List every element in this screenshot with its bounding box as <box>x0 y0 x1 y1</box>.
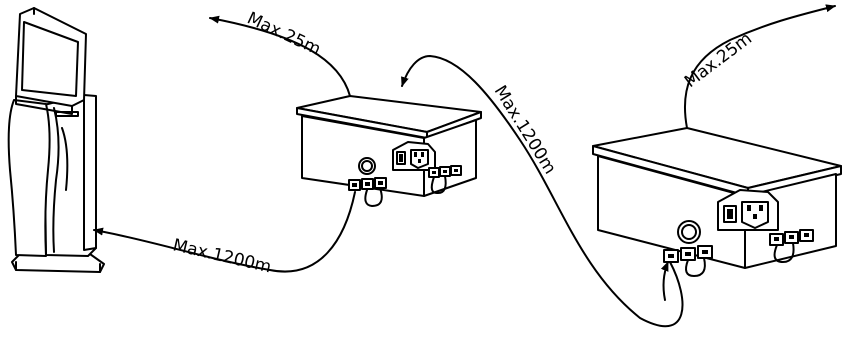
label-middle-distance: Max.1200m <box>490 82 560 178</box>
control-box-right <box>593 128 841 276</box>
kiosk-terminal <box>9 8 104 272</box>
control-box-middle <box>297 96 481 206</box>
label-left-top-distance: Max.25m <box>244 8 324 59</box>
label-right-top-distance: Max.25m <box>681 29 756 92</box>
label-left-bottom-distance: Max.1200m <box>171 235 273 277</box>
